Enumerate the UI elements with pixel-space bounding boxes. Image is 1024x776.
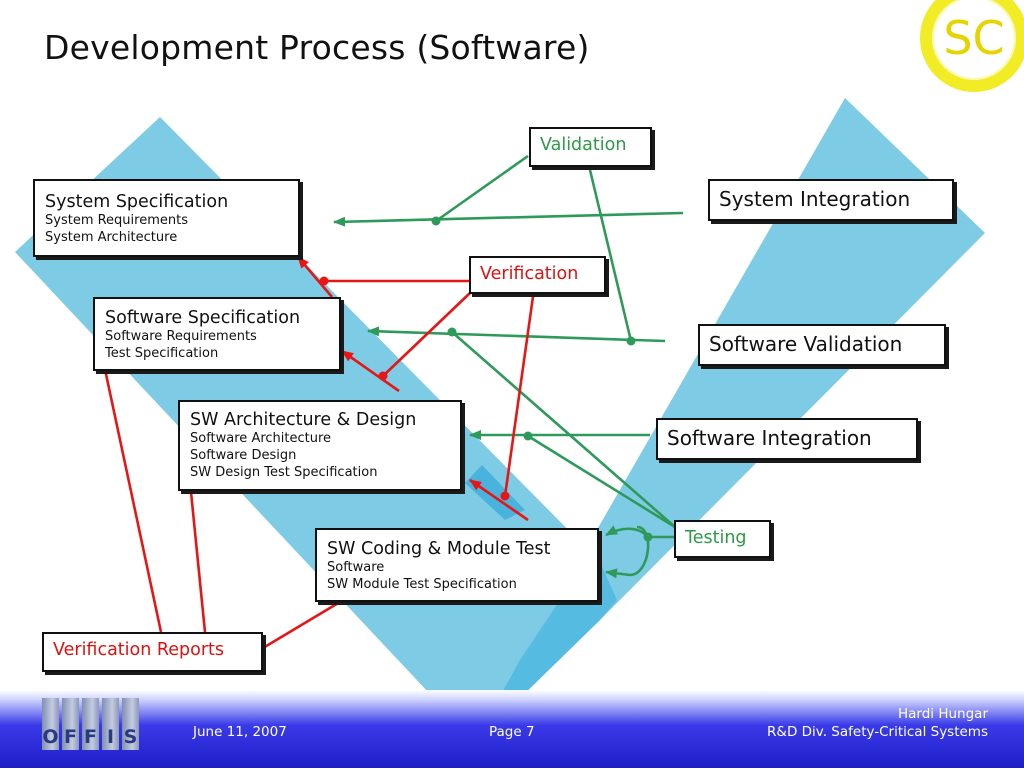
logo-ring xyxy=(920,0,1024,92)
offis-letter: F xyxy=(82,698,99,750)
box-title: Software Specification xyxy=(105,308,301,328)
testing-link-lower xyxy=(527,434,676,529)
verification-to-swspec xyxy=(382,292,471,377)
sys-integration-arrow xyxy=(333,211,684,227)
green-dot xyxy=(523,431,533,441)
green-dot xyxy=(643,532,653,542)
green-dot xyxy=(447,327,457,337)
offis-letter: I xyxy=(102,698,119,750)
box-line: System Architecture xyxy=(45,230,178,245)
box-title: SW Coding & Module Test xyxy=(327,539,551,559)
testing-link-upper xyxy=(451,331,676,528)
testing-loop xyxy=(605,525,650,579)
green-dot xyxy=(626,336,636,346)
verification-to-arch xyxy=(503,267,539,497)
footer-page: Page 7 xyxy=(489,724,535,740)
red-dot xyxy=(500,491,510,501)
box-title: SW Architecture & Design xyxy=(190,410,417,430)
box-line: Software Architecture xyxy=(190,431,332,446)
red-dot xyxy=(378,371,388,381)
green-dot xyxy=(431,216,441,226)
validation-label: Validation xyxy=(529,127,652,167)
red-dots xyxy=(319,276,510,501)
logo-text: SC xyxy=(943,11,1004,65)
offis-logo: O F F I S xyxy=(42,698,139,750)
offis-letter: F xyxy=(62,698,79,750)
validation-link-right xyxy=(588,169,633,342)
footer-division: R&D Div. Safety-Critical Systems xyxy=(767,724,988,740)
verification-label: Verification xyxy=(469,256,606,294)
box-line: Software Design xyxy=(190,448,297,463)
arch-verif-arrow xyxy=(469,478,529,522)
box-line: SW Design Test Specification xyxy=(190,465,378,480)
system-specification-box: System Specification System Requirements… xyxy=(33,179,300,257)
syspec-verif-arrow xyxy=(297,256,333,298)
verification-reports-label: Verification Reports xyxy=(42,632,263,672)
box-line: Software Requirements xyxy=(105,329,257,344)
box-line: SW Module Test Specification xyxy=(327,577,517,592)
reports-link-swspec xyxy=(101,359,163,633)
sw-coding-module-test-box: SW Coding & Module Test Software SW Modu… xyxy=(315,528,599,602)
sc-logo: SC xyxy=(920,0,1024,92)
validation-link-left xyxy=(435,154,529,223)
page-title: Development Process (Software) xyxy=(44,28,590,67)
green-dots xyxy=(431,216,653,542)
red-dot xyxy=(319,276,329,286)
system-integration-box: System Integration xyxy=(708,179,954,221)
footer-date: June 11, 2007 xyxy=(193,724,287,740)
sw-validation-arrow xyxy=(367,326,666,343)
swspec-verif-arrow xyxy=(341,349,400,393)
box-title: System Specification xyxy=(45,192,229,212)
box-line: System Requirements xyxy=(45,213,188,228)
box-line: Test Specification xyxy=(105,346,219,361)
offis-letter: S xyxy=(122,698,139,750)
sw-architecture-design-box: SW Architecture & Design Software Archit… xyxy=(178,400,462,491)
box-line: Software xyxy=(327,560,385,575)
green-connectors xyxy=(333,154,684,579)
offis-letter: O xyxy=(42,698,59,750)
footer-bar xyxy=(0,690,1024,768)
logo-ring-inner xyxy=(932,0,1016,80)
footer-author: Hardi Hungar xyxy=(897,706,988,722)
software-validation-box: Software Validation xyxy=(698,324,946,366)
software-specification-box: Software Specification Software Requirem… xyxy=(93,297,341,371)
testing-label: Testing xyxy=(674,520,771,558)
software-integration-box: Software Integration xyxy=(656,418,918,460)
